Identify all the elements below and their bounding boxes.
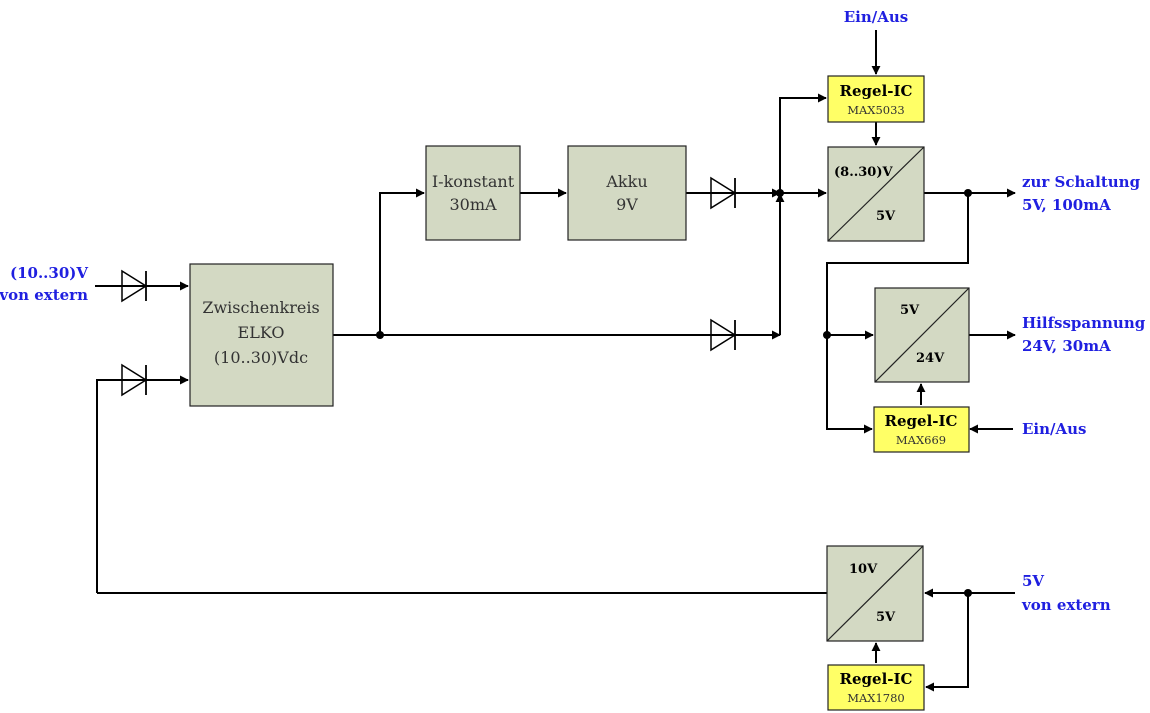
regulator-title: Regel-IC xyxy=(885,412,958,430)
input-ext-label-line1: (10..30)V xyxy=(10,264,88,282)
converter-boost: 10V 5V xyxy=(826,545,924,642)
regulator-top: Regel-IC MAX5033 xyxy=(827,75,925,123)
converter-input-label: (8..30)V xyxy=(834,165,893,180)
diode-icon xyxy=(708,318,738,352)
out-main-label-line1: zur Schaltung xyxy=(1022,173,1141,191)
regulator-title: Regel-IC xyxy=(840,670,913,688)
converter-output-label: 5V xyxy=(876,610,896,625)
wire-to-reg-top xyxy=(779,93,827,193)
converter-main: (8..30)V 5V xyxy=(827,146,925,242)
junction-dot xyxy=(823,331,831,339)
ein-aus-mid-label: Ein/Aus xyxy=(1022,420,1087,438)
diode-icon xyxy=(119,269,149,303)
input-5v-label-line1: 5V xyxy=(1022,572,1044,590)
wire-5v-reg-bottom xyxy=(925,593,969,692)
block-label-line: (10..30)Vdc xyxy=(214,348,308,367)
ein-aus-top-label: Ein/Aus xyxy=(844,8,909,26)
regulator-part: MAX669 xyxy=(896,433,946,447)
regulator-title: Regel-IC xyxy=(840,82,913,100)
wire-to-reg-mid xyxy=(826,193,969,434)
block-label-line: Zwischenkreis xyxy=(202,298,319,317)
input-5v-label-line2: von extern xyxy=(1021,596,1111,614)
converter-output-label: 24V xyxy=(916,351,945,366)
out-main-label-line2: 5V, 100mA xyxy=(1022,196,1111,214)
input-ext-label-line2: von extern xyxy=(0,286,88,304)
regulator-mid: Regel-IC MAX669 xyxy=(873,406,970,453)
junction-dot xyxy=(376,331,384,339)
junction-dot xyxy=(776,189,784,197)
diode-icon xyxy=(119,363,149,397)
wire-feedback xyxy=(96,375,189,593)
converter-input-label: 10V xyxy=(849,562,878,577)
diodes xyxy=(119,176,738,397)
junctions xyxy=(376,189,972,597)
block-label-line: 9V xyxy=(616,195,638,214)
junction-dot xyxy=(964,189,972,197)
block-label-line: I-konstant xyxy=(432,172,515,191)
converter-aux: 5V 24V xyxy=(874,287,970,383)
regulator-part: MAX1780 xyxy=(847,691,905,705)
regulator-part: MAX5033 xyxy=(847,103,905,117)
block-label-line: ELKO xyxy=(238,323,285,342)
converter-output-label: 5V xyxy=(876,209,896,224)
wire-to-ikonstant xyxy=(379,188,425,335)
ikonstant-block: I-konstant 30mA xyxy=(425,145,521,241)
diode-icon xyxy=(708,176,738,210)
block-label-line: 30mA xyxy=(449,195,497,214)
external-labels: (10..30)V von extern Ein/Aus zur Schaltu… xyxy=(0,8,1146,614)
out-aux-label-line2: 24V, 30mA xyxy=(1022,337,1111,355)
out-aux-label-line1: Hilfsspannung xyxy=(1022,314,1146,332)
regulator-bottom: Regel-IC MAX1780 xyxy=(827,664,925,711)
block-label-line: Akku xyxy=(605,172,647,191)
junction-dot xyxy=(964,589,972,597)
converter-input-label: 5V xyxy=(900,303,920,318)
akku-block: Akku 9V xyxy=(567,145,687,241)
zwischenkreis-block: Zwischenkreis ELKO (10..30)Vdc xyxy=(189,263,334,407)
